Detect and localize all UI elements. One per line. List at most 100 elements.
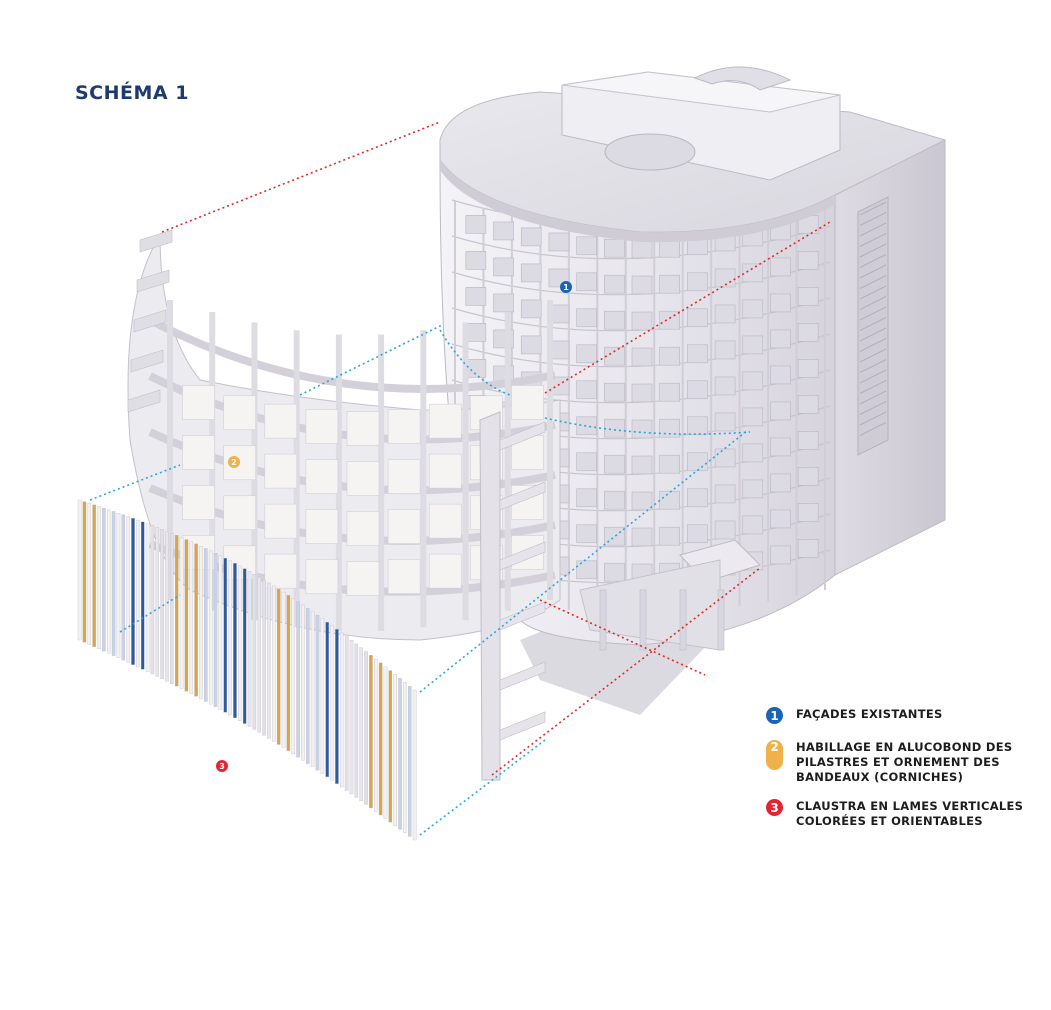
- cladding-panel: [264, 503, 298, 539]
- connector-red: [539, 599, 706, 676]
- vent-slat: [859, 380, 887, 394]
- louvre-slat: [393, 674, 397, 826]
- facade-window: [770, 329, 791, 349]
- louvre-slat: [77, 499, 82, 641]
- vent-slat: [859, 243, 887, 258]
- louvre-slat: [92, 504, 96, 647]
- facade-window: [604, 310, 625, 330]
- vent-slat: [859, 285, 887, 300]
- facade-window: [770, 365, 791, 385]
- facade-window: [797, 503, 819, 522]
- louvre-slat: [150, 525, 155, 675]
- cladding-panel: [223, 495, 256, 531]
- cladding-panel: [387, 459, 421, 494]
- louvre-slat: [145, 523, 150, 672]
- louvre-slat: [320, 618, 325, 774]
- facade-window: [770, 401, 791, 421]
- cladding-panel: [182, 385, 215, 420]
- louvre-slat: [208, 550, 213, 705]
- facade-window: [576, 488, 597, 508]
- facade-window: [797, 431, 819, 450]
- cladding-panel: [346, 561, 380, 596]
- facade-window: [770, 293, 791, 313]
- facade-window: [742, 299, 764, 319]
- facade-window: [493, 293, 514, 313]
- column: [639, 589, 647, 651]
- facade-window: [520, 299, 542, 319]
- connector-red: [491, 567, 761, 776]
- cladding-panel: [428, 553, 462, 589]
- louvre-slat: [116, 512, 121, 658]
- louvre-slat: [228, 560, 232, 716]
- louvre-slat: [82, 501, 87, 643]
- facade-window: [770, 257, 791, 277]
- facade-window: [631, 491, 653, 511]
- louvre-slat: [257, 576, 261, 733]
- facade-window: [631, 419, 653, 439]
- vent-slat: [859, 306, 887, 321]
- louvre-slat: [106, 509, 111, 654]
- legend-item-1: 1 FAÇADES EXISTANTES: [762, 707, 1047, 724]
- louvre-slat: [310, 611, 315, 768]
- facade-window: [548, 232, 570, 252]
- facade-window: [576, 452, 597, 472]
- legend-line: FAÇADES EXISTANTES: [796, 707, 943, 721]
- pillar-fin: [499, 421, 546, 451]
- legend-item-2: 2 HABILLAGE EN ALUCOBOND DES PILASTRES E…: [762, 740, 1047, 785]
- facade-window: [742, 479, 764, 499]
- facade-window: [604, 562, 625, 582]
- louvre-slat: [344, 636, 349, 791]
- marker-2: 2: [228, 456, 240, 468]
- louvre-slat: [388, 670, 393, 823]
- facade-window: [742, 407, 764, 427]
- louvre-slat: [267, 582, 271, 739]
- cladding-panel: [305, 509, 339, 544]
- facade-window: [659, 274, 680, 294]
- louvre-slat: [242, 568, 247, 724]
- facade-window: [659, 454, 680, 474]
- louvre-slat: [213, 553, 218, 707]
- cladding-panel: [428, 403, 462, 439]
- facade-window: [576, 380, 597, 400]
- facade-window: [742, 371, 764, 391]
- louvre-slat: [354, 643, 359, 798]
- louvre-slat: [97, 506, 101, 650]
- facade-window: [631, 383, 653, 403]
- cladding-panel: [305, 559, 339, 594]
- cladding-panel: [346, 511, 380, 546]
- facade-window: [797, 395, 819, 414]
- side-block-face: [834, 139, 946, 576]
- louvre-slat: [296, 601, 300, 758]
- facade-window: [465, 359, 487, 378]
- facade-window: [576, 524, 597, 544]
- louvre-slat: [291, 598, 295, 755]
- facade-window: [659, 418, 680, 438]
- facade-window: [604, 274, 625, 294]
- facade-window: [631, 527, 653, 547]
- cladding-panel: [182, 435, 215, 470]
- louvre-slat: [364, 651, 368, 805]
- cladding-panel: [428, 453, 462, 489]
- louvre-slat: [238, 565, 242, 721]
- facade-window: [797, 287, 819, 306]
- legend-text-3: CLAUSTRA EN LAMES VERTICALES COLORÉES ET…: [796, 799, 1047, 829]
- facade-window: [631, 455, 653, 475]
- vent-slat: [859, 338, 887, 352]
- facade-window: [659, 382, 680, 402]
- vent-slat: [859, 296, 887, 310]
- louvre-slat: [286, 595, 291, 751]
- facade-window: [742, 263, 764, 283]
- connector-blue: [419, 739, 546, 836]
- legend-badge-2: 2: [766, 740, 783, 770]
- louvre-slat: [272, 585, 276, 742]
- facade-window: [797, 467, 819, 486]
- connector-red: [544, 221, 831, 394]
- pillar-fin: [499, 481, 546, 511]
- vent-slat: [859, 275, 887, 289]
- louvre-slat: [306, 608, 310, 764]
- facade-window: [465, 323, 487, 342]
- facade-window: [687, 416, 708, 436]
- facade-window: [631, 239, 653, 259]
- facade-window: [631, 275, 653, 295]
- louvre-slat: [383, 666, 388, 819]
